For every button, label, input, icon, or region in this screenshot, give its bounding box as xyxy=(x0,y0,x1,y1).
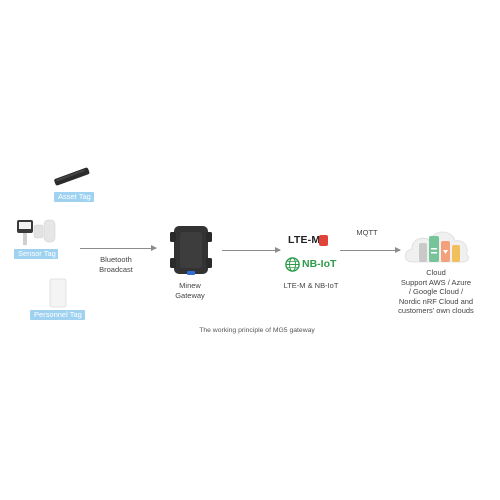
gateway-to-network-arrow xyxy=(222,247,281,253)
bluetooth-broadcast-label: Bluetooth Broadcast xyxy=(99,255,133,274)
lte-m-logo-text: LTE-M xyxy=(288,234,321,246)
asset-tag-device-image xyxy=(54,167,90,186)
gateway-label: Minew Gateway xyxy=(175,281,205,300)
globe-icon xyxy=(285,256,300,272)
nb-iot-logo-text: NB-IoT xyxy=(302,258,337,270)
sensor-tag-device-image xyxy=(17,219,56,245)
bluetooth-arrow xyxy=(80,245,157,251)
minew-gateway-image xyxy=(170,226,212,275)
mqtt-label: MQTT xyxy=(356,228,378,237)
cloud-icon xyxy=(404,231,469,263)
mqtt-arrow xyxy=(340,247,401,253)
asset-tag-badge: Asset Tag xyxy=(54,192,94,202)
personnel-tag-badge: Personnel Tag xyxy=(30,310,85,320)
lte-m-logo: LTE-M xyxy=(288,233,329,247)
cloud-support-label: Cloud Support AWS / Azure / Google Cloud… xyxy=(398,268,474,315)
personnel-tag-device-image xyxy=(49,278,67,308)
sensor-tag-badge: Sensor Tag xyxy=(14,249,58,259)
diagram-caption: The working principle of MG5 gateway xyxy=(199,327,315,334)
network-label: LTE-M & NB-IoT xyxy=(283,281,339,290)
lte-m-red-badge xyxy=(319,234,329,246)
nb-iot-logo: NB-IoT xyxy=(285,256,336,272)
